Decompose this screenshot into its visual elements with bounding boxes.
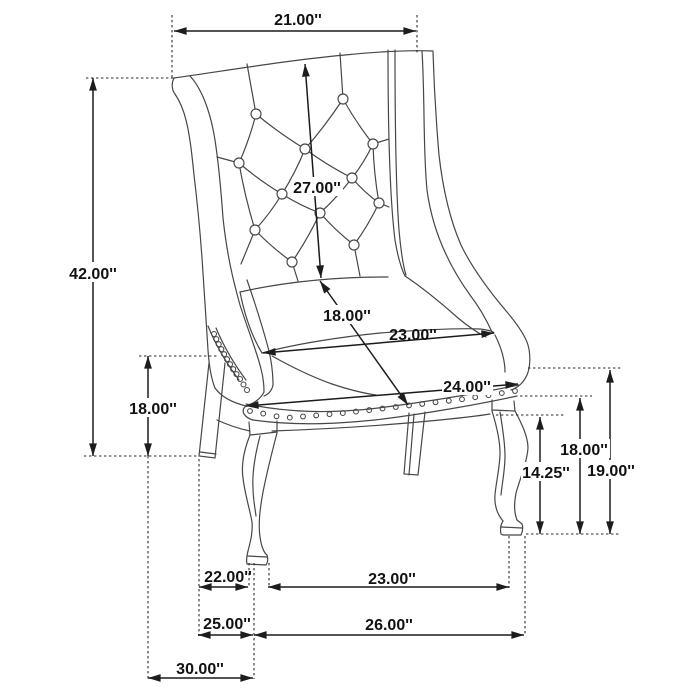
- svg-text:26.00'': 26.00'': [365, 617, 413, 634]
- svg-text:14.25'': 14.25'': [522, 465, 570, 482]
- svg-text:23.00'': 23.00'': [368, 571, 416, 588]
- svg-text:27.00'': 27.00'': [293, 180, 341, 197]
- svg-text:23.00'': 23.00'': [389, 327, 437, 344]
- svg-text:19.00'': 19.00'': [587, 463, 635, 480]
- svg-text:21.00'': 21.00'': [274, 12, 322, 29]
- svg-text:25.00'': 25.00'': [203, 616, 251, 633]
- svg-text:18.00'': 18.00'': [129, 401, 177, 418]
- svg-text:30.00'': 30.00'': [176, 661, 224, 678]
- svg-text:18.00'': 18.00'': [323, 308, 371, 325]
- svg-text:18.00'': 18.00'': [560, 442, 608, 459]
- svg-text:42.00'': 42.00'': [69, 266, 117, 283]
- svg-text:22.00'': 22.00'': [204, 569, 252, 586]
- svg-text:24.00'': 24.00'': [443, 379, 491, 396]
